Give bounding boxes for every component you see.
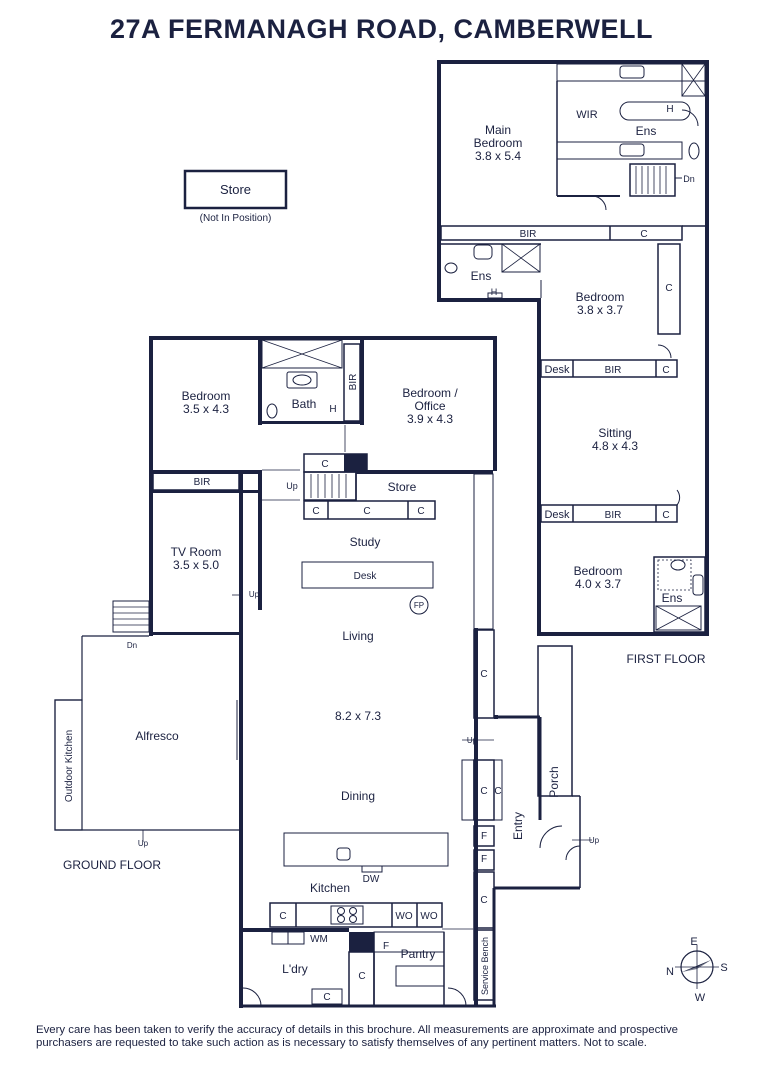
bir-top-label: BIR <box>520 229 537 240</box>
kitchen-label: Kitchen <box>310 881 350 895</box>
c-right1-label: C <box>480 669 487 680</box>
f2-label: F <box>481 854 487 865</box>
laundry-label: L'dry <box>282 962 308 976</box>
ens-main-label: Ens <box>636 124 657 138</box>
c-stair-label: C <box>321 459 328 470</box>
page-title: 27A FERMANAGH ROAD, CAMBERWELL <box>109 14 653 44</box>
outdoor-kitchen-label: Outdoor Kitchen <box>64 730 75 802</box>
ens3-label: Ens <box>662 591 683 605</box>
c1-label: C <box>312 506 319 517</box>
c-right3-label: C <box>494 786 501 797</box>
wo1-label: WO <box>395 911 412 922</box>
compass-n: N <box>666 966 674 978</box>
up-stair-label: Up <box>286 481 298 491</box>
study-label: Study <box>350 535 381 549</box>
c-bed2-label: C <box>665 283 672 294</box>
service-bench-label: Service Bench <box>480 937 490 995</box>
h-main-label: H <box>666 104 673 115</box>
compass-s: S <box>720 962 727 974</box>
h-bath-label: H <box>329 404 336 415</box>
main-bedroom-size: 3.8 x 5.4 <box>475 149 521 163</box>
c-top-label: C <box>640 229 647 240</box>
up-alfresco-label: Up <box>138 839 149 848</box>
first-floor: Main Bedroom 3.8 x 5.4 WIR Ens H Dn BIR … <box>437 60 709 666</box>
c-right4-label: C <box>480 895 487 906</box>
c3-label: C <box>417 506 424 517</box>
c-laundry-label: C <box>323 992 330 1003</box>
dn-alfresco-label: Dn <box>127 641 137 650</box>
store-label: Store <box>388 480 417 494</box>
bir-row-label: BIR <box>194 477 211 488</box>
desk1-label: Desk <box>544 364 570 376</box>
bedroom-office-size: 3.9 x 4.3 <box>407 412 453 426</box>
entry-label: Entry <box>511 812 525 840</box>
ground-floor: Bedroom 3.5 x 4.3 Bath H BIR Bedroom / O… <box>54 336 600 1008</box>
up-tv-label: Up <box>249 590 260 599</box>
alfresco-label: Alfresco <box>135 729 179 743</box>
ground-floor-label: GROUND FLOOR <box>63 858 161 872</box>
sitting-size: 4.8 x 4.3 <box>592 439 638 453</box>
h-left-label: H <box>491 287 498 297</box>
dw-label: DW <box>363 874 380 885</box>
main-bedroom-label-2: Bedroom <box>474 136 523 150</box>
bedroom-office-label-2: Office <box>414 399 445 413</box>
ens-left-label: Ens <box>471 269 492 283</box>
bir2-label: BIR <box>605 510 622 521</box>
tv-room-size: 3.5 x 5.0 <box>173 558 219 572</box>
up-porch-label: Up <box>589 836 600 845</box>
f-pantry-label: F <box>383 941 389 952</box>
c-kitchen-label: C <box>279 911 286 922</box>
bedroom1-label: Bedroom <box>182 389 231 403</box>
living-label: Living <box>342 629 373 643</box>
bir1-label: BIR <box>605 365 622 376</box>
sitting-label: Sitting <box>598 426 631 440</box>
bath-label: Bath <box>292 397 317 411</box>
dn-label: Dn <box>683 174 695 184</box>
c-desk2-label: C <box>662 510 669 521</box>
c-right2-label: C <box>480 786 487 797</box>
bir-vert-label: BIR <box>348 374 359 391</box>
pantry-label: Pantry <box>401 947 436 961</box>
bedroom2-label: Bedroom <box>576 290 625 304</box>
tv-room-label: TV Room <box>171 545 222 559</box>
first-floor-label: FIRST FLOOR <box>626 652 705 666</box>
compass-e: E <box>690 936 697 948</box>
bedroom-office-label-1: Bedroom / <box>402 386 458 400</box>
wo2-label: WO <box>420 911 437 922</box>
compass: E N S W <box>666 936 728 1004</box>
store-detached-label: Store <box>220 182 251 197</box>
compass-w: W <box>695 992 706 1004</box>
bedroom1-size: 3.5 x 4.3 <box>183 402 229 416</box>
bedroom3-size: 4.0 x 3.7 <box>575 577 621 591</box>
up-entry-label: Up <box>467 736 478 745</box>
dining-label: Dining <box>341 789 375 803</box>
store-detached-note: (Not In Position) <box>200 213 272 224</box>
fp-label: FP <box>414 601 424 610</box>
wir-label: WIR <box>576 109 597 121</box>
desk-label: Desk <box>354 571 378 582</box>
bedroom2-size: 3.8 x 3.7 <box>577 303 623 317</box>
c2-label: C <box>363 506 370 517</box>
c-pantry-label: C <box>358 971 365 982</box>
f1-label: F <box>481 831 487 842</box>
bedroom3-label: Bedroom <box>574 564 623 578</box>
living-size: 8.2 x 7.3 <box>335 709 381 723</box>
store-detached: Store (Not In Position) <box>183 169 288 224</box>
wm-label: WM <box>310 934 328 945</box>
desk2-label: Desk <box>544 509 570 521</box>
c-desk1-label: C <box>662 365 669 376</box>
porch-label: Porch <box>547 766 561 797</box>
main-bedroom-label-1: Main <box>485 123 511 137</box>
disclaimer: Every care has been taken to verify the … <box>36 1024 679 1049</box>
